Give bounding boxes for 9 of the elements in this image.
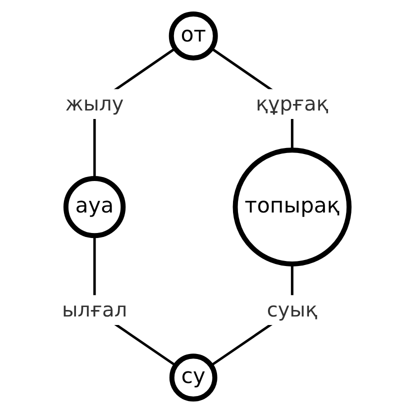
node-circle (232, 148, 352, 266)
edge-label: ылғал (62, 298, 128, 322)
node-circle (169, 354, 218, 402)
edge-label: құрғақ (256, 92, 328, 116)
node-circle (63, 176, 126, 238)
diagram: жылу құрғақ ылғал суық от ауа топырақ су (3, 4, 408, 409)
edge-label: жылу (65, 92, 124, 116)
edge-label: суық (266, 298, 318, 322)
node-circle (168, 11, 218, 60)
